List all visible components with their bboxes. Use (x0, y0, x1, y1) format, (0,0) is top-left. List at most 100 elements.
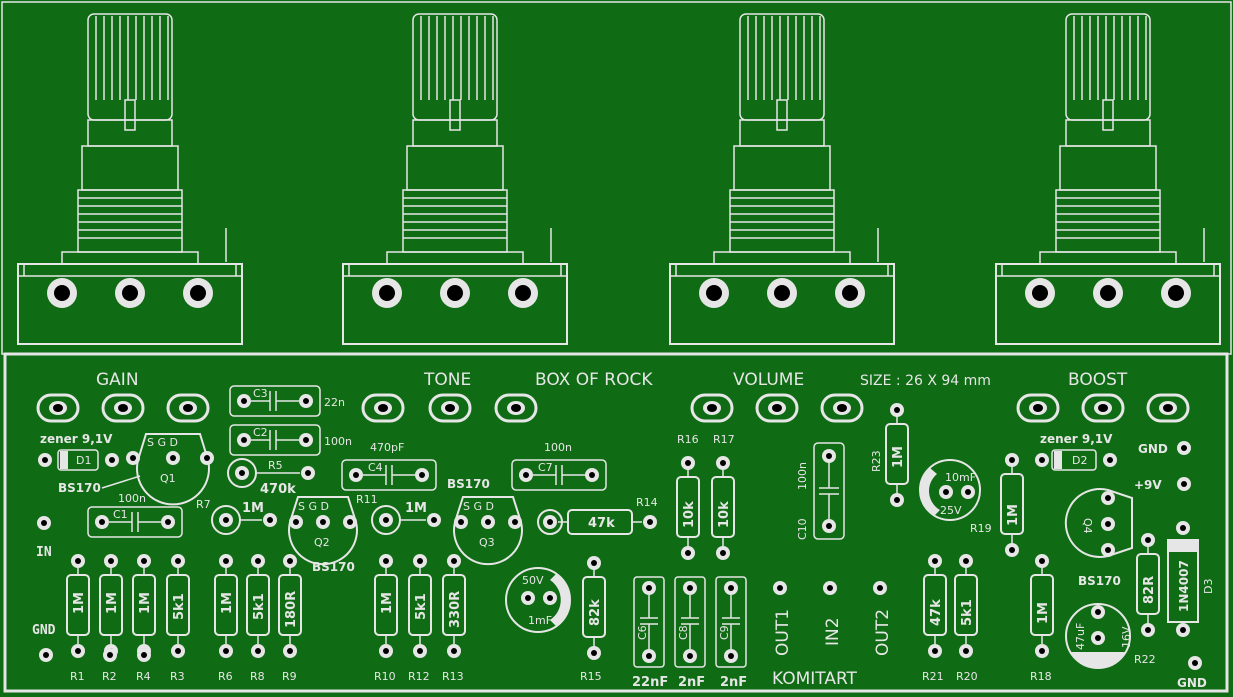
resistor-r10: 1M R10 (374, 554, 397, 683)
svg-text:1N4007: 1N4007 (1177, 560, 1191, 612)
svg-text:100n: 100n (118, 492, 146, 505)
resistor-r20: 5k1 R20 (955, 554, 978, 683)
resistor-r1: 1M R1 (67, 554, 89, 683)
cap-c4: 470pF C4 (341, 441, 437, 491)
svg-text:R17: R17 (713, 433, 735, 446)
svg-text:BS170: BS170 (312, 560, 355, 574)
pad-in: IN (36, 516, 52, 560)
svg-text:10k: 10k (717, 501, 732, 528)
resistor-r19: R19 1M (970, 453, 1023, 557)
svg-text:R4: R4 (136, 670, 151, 683)
svg-text:R22: R22 (1134, 653, 1156, 666)
svg-text:22nF: 22nF (632, 675, 668, 690)
resistor-r23: R23 1M (870, 403, 908, 507)
svg-text:GND: GND (1177, 676, 1207, 690)
svg-text:R1: R1 (70, 670, 85, 683)
svg-text:R23: R23 (870, 450, 883, 472)
svg-text:R7: R7 (196, 498, 211, 511)
cap-c6: C6 22nF (632, 576, 668, 690)
cap-electrolytic-e2: 10mF 25V (919, 459, 981, 521)
svg-text:R6: R6 (218, 670, 233, 683)
resistor-r17: R17 10k (712, 433, 735, 560)
svg-text:S G D: S G D (298, 500, 329, 513)
svg-text:BS170: BS170 (58, 481, 101, 495)
resistor-r14: R14 47k (537, 496, 658, 535)
svg-text:180R: 180R (284, 591, 299, 628)
cap-c1: 100n C1 (87, 492, 183, 538)
svg-text:R16: R16 (677, 433, 699, 446)
resistor-r12: 5k1 R12 (408, 554, 431, 683)
svg-text:5k1: 5k1 (252, 593, 267, 620)
cap-c9: C9 2nF (715, 576, 747, 690)
svg-text:50V: 50V (522, 574, 544, 587)
resistor-r11: R11 1M (356, 493, 441, 535)
svg-text:C7: C7 (538, 461, 553, 474)
cap-c8: C8 2nF (674, 576, 706, 690)
svg-text:R14: R14 (636, 496, 658, 509)
pad-out1: OUT1 (773, 581, 793, 656)
svg-text:R11: R11 (356, 493, 378, 506)
svg-text:100n: 100n (324, 435, 352, 448)
resistor-r9: 180R R9 (279, 554, 301, 683)
pad-9v: +9V (1134, 477, 1191, 492)
svg-text:5k1: 5k1 (960, 599, 975, 626)
svg-text:330R: 330R (448, 591, 463, 628)
svg-text:1M: 1M (105, 592, 120, 614)
diode-d3: 1N4007 D3 (1167, 521, 1215, 637)
svg-text:1M: 1M (72, 592, 87, 614)
svg-text:470pF: 470pF (370, 441, 404, 454)
svg-text:C10: C10 (796, 518, 809, 540)
svg-text:1M: 1M (220, 592, 235, 614)
svg-text:C4: C4 (368, 461, 383, 474)
svg-text:R13: R13 (442, 670, 464, 683)
pad-out2: OUT2 (873, 581, 893, 656)
svg-text:C2: C2 (253, 426, 268, 439)
svg-text:BS170: BS170 (1078, 574, 1121, 588)
svg-text:R20: R20 (956, 670, 978, 683)
svg-text:10mF: 10mF (945, 471, 976, 484)
pad-gnd-top: GND (1138, 441, 1191, 456)
svg-text:2nF: 2nF (720, 675, 747, 690)
resistor-r16: R16 10k (677, 433, 699, 560)
svg-text:zener 9,1V: zener 9,1V (1040, 432, 1113, 446)
svg-text:R18: R18 (1030, 670, 1052, 683)
label-bs170-q3: BS170 (447, 477, 490, 491)
svg-text:R10: R10 (374, 670, 396, 683)
pad-in2: IN2 (823, 581, 843, 646)
cap-c10: 100n C10 (796, 442, 845, 540)
cap-c3: C3 22n (229, 385, 345, 417)
svg-text:C6: C6 (636, 625, 649, 640)
resistor-r3: 5k1 R3 (167, 554, 189, 683)
svg-text:GND: GND (1138, 442, 1168, 456)
svg-text:47k: 47k (588, 516, 615, 531)
svg-text:D3: D3 (1202, 579, 1215, 594)
svg-text:S G D: S G D (463, 500, 494, 513)
resistor-r22: 82R R22 (1134, 533, 1159, 666)
svg-text:100n: 100n (544, 441, 572, 454)
label-boost: BOOST (1068, 370, 1128, 390)
label-brand: KOMITART (772, 669, 858, 689)
cap-c2: C2 100n (229, 424, 352, 456)
svg-text:C1: C1 (113, 508, 128, 521)
svg-text:5k1: 5k1 (414, 593, 429, 620)
svg-text:Q4: Q4 (1081, 518, 1094, 534)
svg-text:R21: R21 (922, 670, 944, 683)
svg-text:C9: C9 (718, 625, 731, 640)
svg-text:C3: C3 (253, 387, 268, 400)
svg-text:R2: R2 (102, 670, 117, 683)
svg-text:R15: R15 (580, 670, 602, 683)
svg-text:R12: R12 (408, 670, 430, 683)
resistor-r5: R5 470k (227, 458, 315, 497)
cap-c7: 100n C7 (511, 441, 607, 491)
label-size: SIZE : 26 X 94 mm (860, 373, 991, 389)
svg-text:Q2: Q2 (314, 536, 330, 549)
svg-text:1M: 1M (1036, 602, 1051, 624)
svg-text:1mF: 1mF (528, 614, 552, 627)
svg-text:D1: D1 (76, 454, 91, 467)
resistor-r7: R7 1M (196, 498, 277, 535)
svg-text:1M: 1M (380, 592, 395, 614)
label-volume: VOLUME (733, 370, 804, 390)
resistor-r21: 47k R21 (922, 554, 946, 683)
resistor-r15: 82k R15 (580, 556, 605, 683)
